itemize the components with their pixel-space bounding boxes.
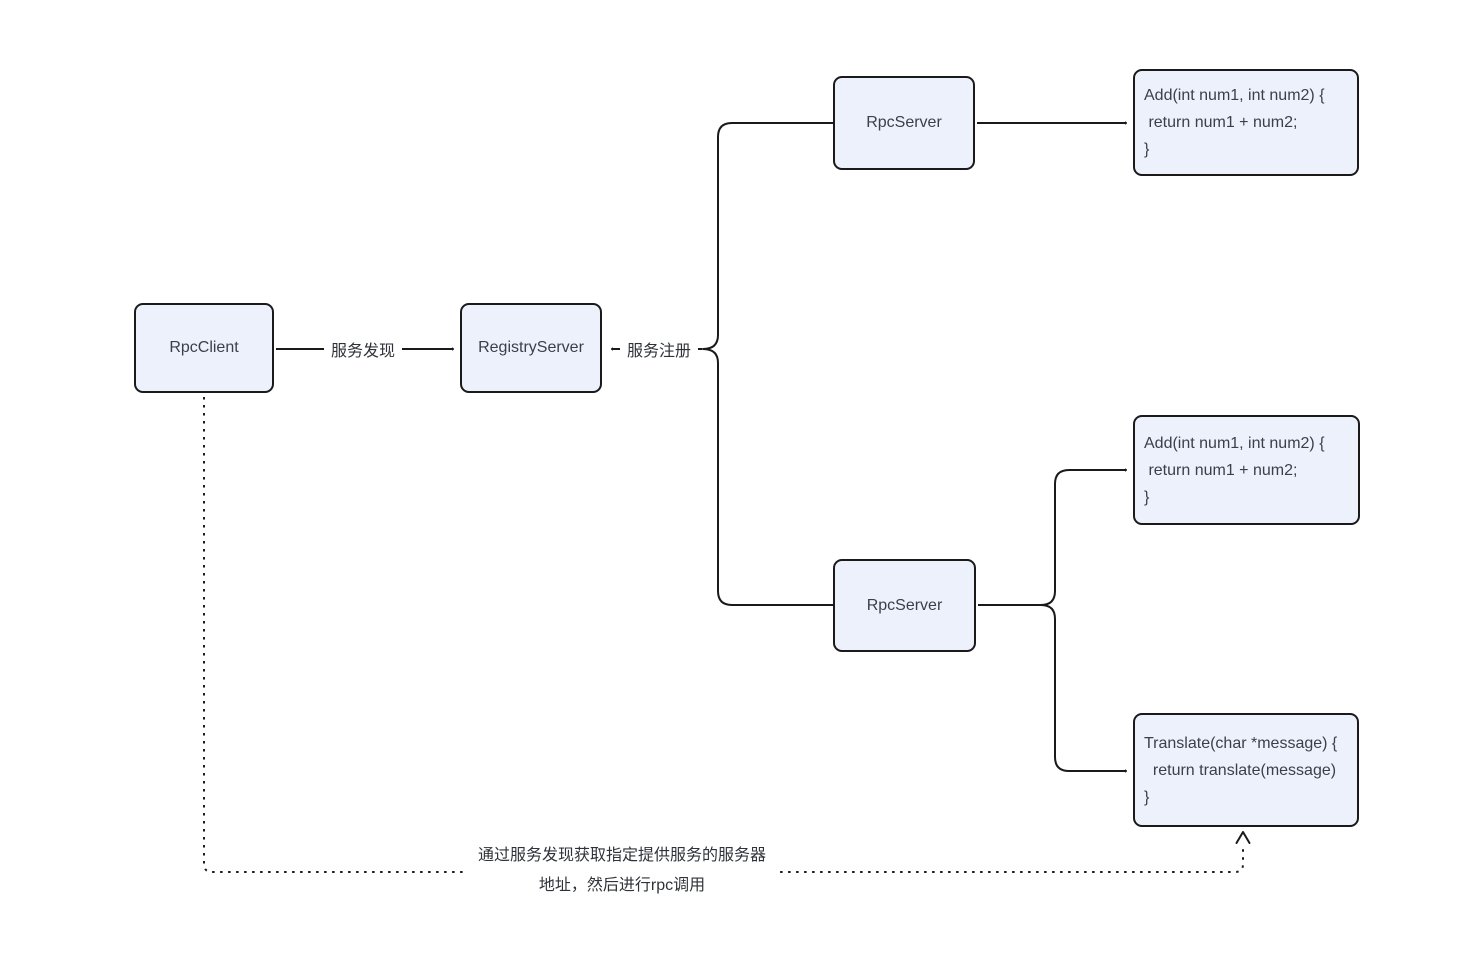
node-rpc-server-bottom-label: RpcServer: [866, 596, 943, 614]
code-line: }: [1144, 488, 1150, 506]
edge-label-rpc-call-note: 通过服务发现获取指定提供服务的服务器 地址，然后进行rpc调用: [467, 839, 777, 903]
rpc-call-note-line2: 地址，然后进行rpc调用: [538, 877, 706, 894]
code-line: return num1 + num2;: [1144, 461, 1298, 479]
node-registry-server: RegistryServer: [460, 303, 602, 393]
node-code-translate: Translate(char *message) { return transl…: [1133, 713, 1359, 827]
rpc-call-arrowhead-icon: [1235, 831, 1251, 844]
edge-bottom-server-to-add: [978, 470, 1126, 606]
rpc-call-note-line1: 通过服务发现获取指定提供服务的服务器: [477, 847, 767, 864]
node-rpc-server-top-label: RpcServer: [866, 114, 942, 131]
node-rpc-server-bottom: RpcServer: [833, 559, 976, 652]
code-line: }: [1144, 788, 1150, 806]
node-rpc-server-top: RpcServer: [833, 76, 975, 170]
node-rpc-client-label: RpcClient: [169, 339, 239, 356]
node-code-add-bottom: Add(int num1, int num2) { return num1 + …: [1133, 415, 1360, 525]
node-rpc-client: RpcClient: [134, 303, 274, 393]
edge-label-service-discovery: 服务发现: [323, 335, 403, 363]
node-code-add-top: Add(int num1, int num2) { return num1 + …: [1133, 69, 1359, 176]
edge-servers-brace: [702, 122, 833, 606]
edge-label-service-register: 服务注册: [619, 335, 699, 363]
code-line: Add(int num1, int num2) {: [1144, 87, 1325, 104]
code-line: Add(int num1, int num2) {: [1144, 434, 1325, 452]
code-line: return num1 + num2;: [1144, 114, 1298, 131]
code-line: return translate(message): [1144, 761, 1337, 779]
edge-bottom-server-to-translate: [978, 604, 1126, 771]
code-line: }: [1144, 141, 1150, 158]
node-registry-server-label: RegistryServer: [478, 339, 584, 356]
edge-rpc-call-dotted: [203, 397, 1244, 873]
code-line: Translate(char *message) {: [1144, 734, 1338, 752]
